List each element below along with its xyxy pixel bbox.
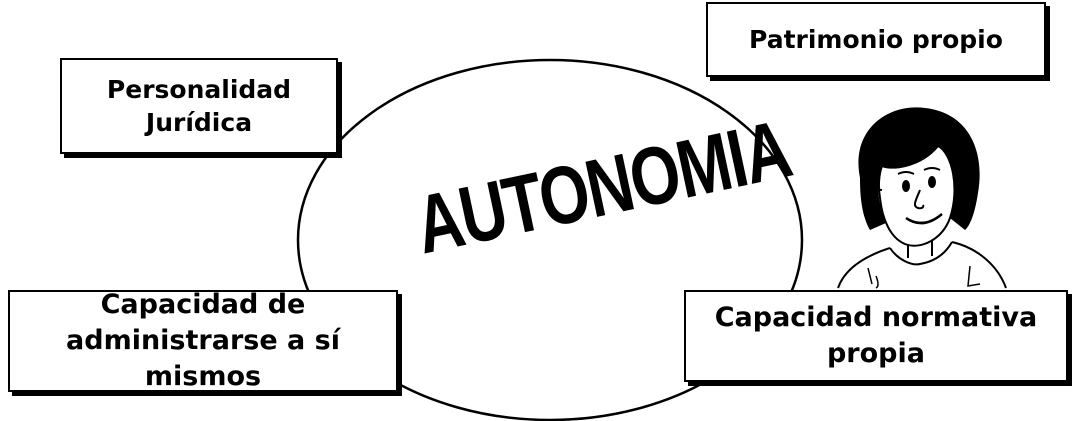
girl-portrait-icon <box>837 107 1007 289</box>
capacidad-administrarse-box: Capacidad de administrarse a sí mismos <box>8 289 398 392</box>
box-line: Capacidad normativa <box>714 302 1038 333</box>
box-line: Patrimonio propio <box>749 25 1003 54</box>
box-line: propia <box>826 338 925 369</box>
box-line: Jurídica <box>145 108 253 137</box>
patrimonio-propio-box: Patrimonio propio <box>706 2 1046 77</box>
box-line: Personalidad <box>106 75 292 104</box>
box-line: Capacidad de <box>100 289 306 320</box>
personalidad-juridica-box: Personalidad Jurídica <box>60 58 338 154</box>
capacidad-normativa-box: Capacidad normativa propia <box>684 290 1068 382</box>
box-line: administrarse a sí mismos <box>66 325 340 392</box>
